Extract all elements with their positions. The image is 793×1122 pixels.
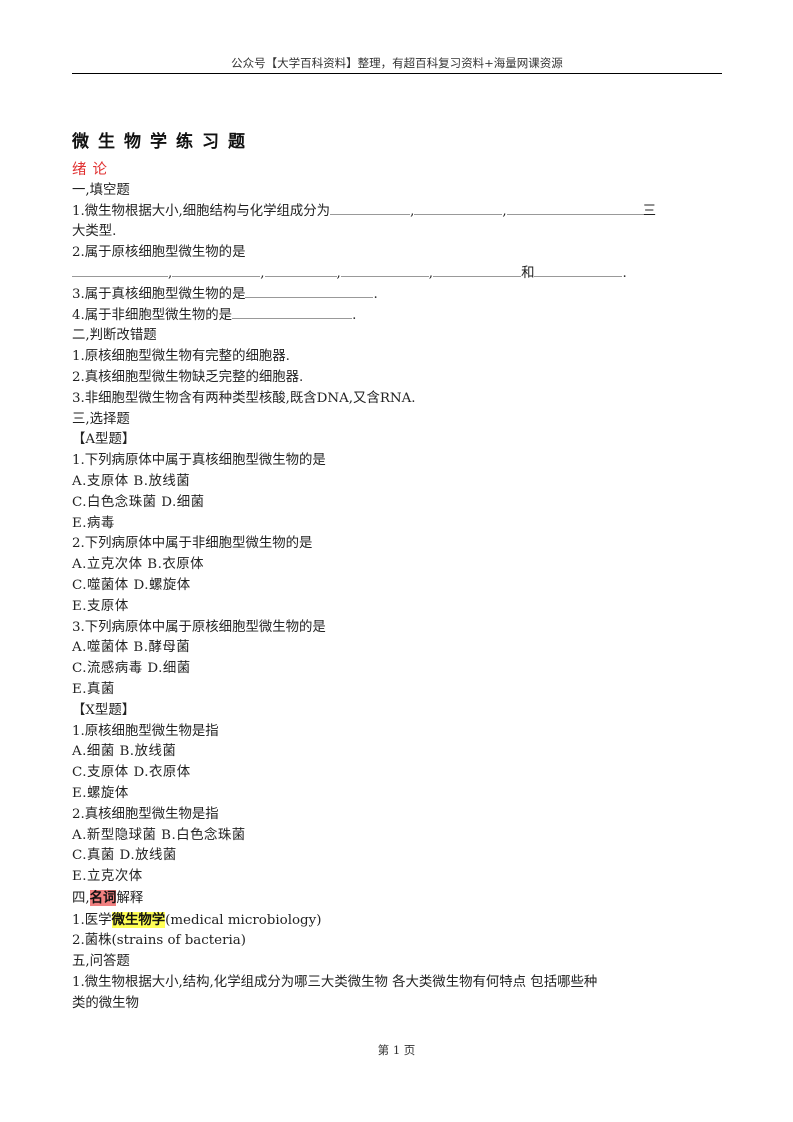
fill-question-3: 3.属于真核细胞型微生物的是. <box>72 285 378 302</box>
term-item: 2.菌株(strains of bacteria) <box>72 933 246 949</box>
section-heading-terms: 四,名词解释 <box>72 889 144 906</box>
section-heading-judge: 二,判断改错题 <box>72 328 157 344</box>
choice-options: A.立克次体 B.衣原体 <box>72 557 205 573</box>
choice-options: A.噬菌体 B.酵母菌 <box>72 640 191 656</box>
answer-blank[interactable] <box>433 264 522 277</box>
choice-options: C.支原体 D.衣原体 <box>72 765 191 781</box>
judge-item: 3.非细胞型微生物含有两种类型核酸,既含DNA,又含RNA. <box>72 390 416 406</box>
fill-question-1-cont: 大类型. <box>72 224 117 240</box>
fill-question-1: 1.微生物根据大小,细胞结构与化学组成分为,,三 <box>72 202 656 219</box>
chapter-heading: 绪论 <box>72 162 113 178</box>
answer-blank[interactable] <box>245 285 374 298</box>
judge-item: 1.原核细胞型微生物有完整的细胞器. <box>72 349 290 365</box>
choice-options: E.真菌 <box>72 681 115 697</box>
choice-options: C.真菌 D.放线菌 <box>72 848 177 864</box>
answer-blank[interactable] <box>232 306 353 319</box>
choice-options: E.病毒 <box>72 515 115 531</box>
choice-options: C.白色念珠菌 D.细菌 <box>72 494 205 510</box>
term-item: 1.医学微生物学(medical microbiology) <box>72 911 322 928</box>
fill-question-2-blanks: ,,,,和. <box>72 264 724 285</box>
choice-options: E.立克次体 <box>72 869 143 885</box>
choice-question: 3.下列病原体中属于原核细胞型微生物的是 <box>72 619 326 635</box>
choice-question: 1.原核细胞型微生物是指 <box>72 723 219 739</box>
fill-question-4: 4.属于非细胞型微生物的是. <box>72 306 357 323</box>
answer-blank[interactable] <box>340 264 429 277</box>
page-header: 公众号【大学百科资料】整理，有超百科复习资料+海量网课资源 <box>231 56 563 70</box>
choice-question: 2.下列病原体中属于非细胞型微生物的是 <box>72 536 313 552</box>
choice-options: E.螺旋体 <box>72 785 129 801</box>
choice-question: 1.下列病原体中属于真核细胞型微生物的是 <box>72 453 326 469</box>
choice-question: 2.真核细胞型微生物是指 <box>72 806 219 822</box>
answer-blank[interactable] <box>414 202 503 215</box>
answer-blank[interactable] <box>534 264 623 277</box>
x-type-label: 【X型题】 <box>72 702 136 718</box>
choice-options: E.支原体 <box>72 598 129 614</box>
answer-blank[interactable] <box>172 264 261 277</box>
qa-question-cont: 类的微生物 <box>72 995 139 1011</box>
judge-item: 2.真核细胞型微生物缺乏完整的细胞器. <box>72 369 304 385</box>
answer-blank[interactable] <box>506 202 643 215</box>
qa-question: 1.微生物根据大小,结构,化学组成分为哪三大类微生物 各大类微生物有何特点 包括… <box>72 975 598 991</box>
section-heading-fill: 一,填空题 <box>72 182 130 198</box>
fill-question-2: 2.属于原核细胞型微生物的是 <box>72 245 246 261</box>
answer-blank[interactable] <box>72 264 168 277</box>
answer-blank[interactable] <box>330 202 411 215</box>
answer-blank[interactable] <box>264 264 337 277</box>
choice-options: A.新型隐球菌 B.白色念珠菌 <box>72 827 246 843</box>
highlighted-text: 微生物学 <box>111 911 166 928</box>
choice-options: C.流感病毒 D.细菌 <box>72 661 191 677</box>
document-title: 微生物学练习题 <box>72 132 254 152</box>
highlighted-text: 名词 <box>89 889 117 906</box>
section-heading-choice: 三,选择题 <box>72 411 130 427</box>
document-body: 绪论 一,填空题 1.微生物根据大小,细胞结构与化学组成分为,,三 大类型. 2… <box>72 160 724 1015</box>
header-divider <box>72 73 722 74</box>
choice-options: A.支原体 B.放线菌 <box>72 473 191 489</box>
page-number: 第 1 页 <box>377 1043 416 1057</box>
section-heading-qa: 五,问答题 <box>72 954 130 970</box>
a-type-label: 【A型题】 <box>72 432 136 448</box>
choice-options: C.噬菌体 D.螺旋体 <box>72 577 191 593</box>
choice-options: A.细菌 B.放线菌 <box>72 744 177 760</box>
